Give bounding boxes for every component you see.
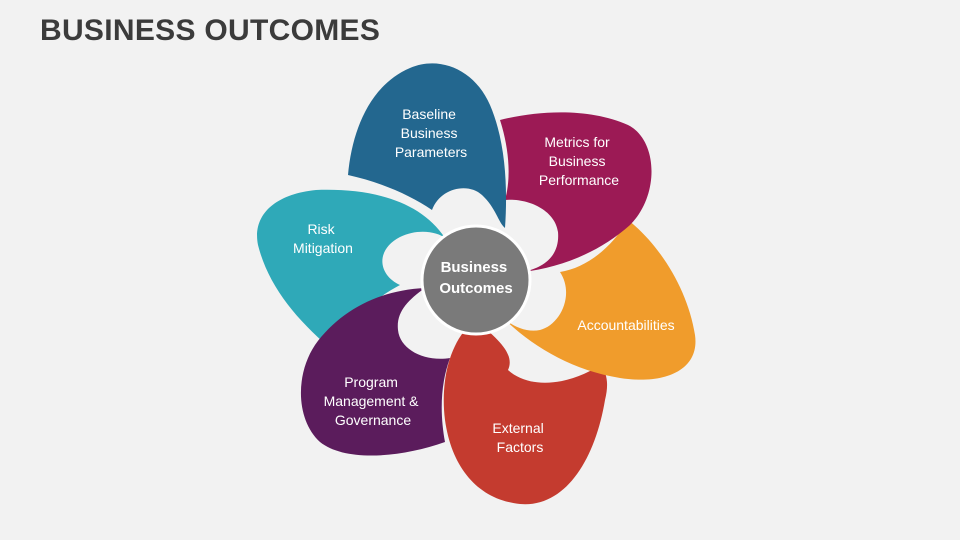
center-label-line-2: Outcomes [439, 280, 512, 297]
center-label-line-1: Business [441, 259, 508, 276]
label-baseline-line-1: Baseline [402, 106, 456, 122]
label-external-line-2: Factors [497, 439, 544, 455]
petal-baseline [348, 63, 507, 228]
label-metrics-line-2: Business [549, 153, 606, 169]
label-risk-line-2: Mitigation [293, 240, 353, 256]
label-program: Program Management & Governance [324, 374, 423, 428]
label-program-line-3: Governance [335, 412, 411, 428]
center-label: Business Outcomes [439, 259, 512, 297]
petal-external-factors [443, 320, 608, 505]
petal-accountabilities [500, 220, 696, 380]
label-metrics-line-1: Metrics for [544, 134, 610, 150]
label-baseline-line-2: Business [401, 125, 458, 141]
label-external-line-1: External [492, 420, 543, 436]
center-circle [420, 224, 532, 336]
label-program-line-2: Management & [324, 393, 420, 409]
petal-program-management-governance [300, 288, 450, 456]
label-metrics: Metrics for Business Performance [539, 134, 619, 188]
label-accountabilities-line-1: Accountabilities [577, 317, 674, 333]
label-baseline: Baseline Business Parameters [395, 106, 467, 160]
label-program-line-1: Program [344, 374, 398, 390]
label-risk: Risk Mitigation [293, 221, 353, 256]
label-baseline-line-3: Parameters [395, 144, 467, 160]
label-metrics-line-3: Performance [539, 172, 619, 188]
label-accountabilities: Accountabilities [577, 317, 674, 333]
petal-risk-mitigation [257, 189, 445, 348]
label-risk-line-1: Risk [307, 221, 335, 237]
page-title: BUSINESS OUTCOMES [40, 14, 381, 47]
petal-metrics [500, 112, 652, 273]
label-external: External Factors [492, 420, 547, 455]
